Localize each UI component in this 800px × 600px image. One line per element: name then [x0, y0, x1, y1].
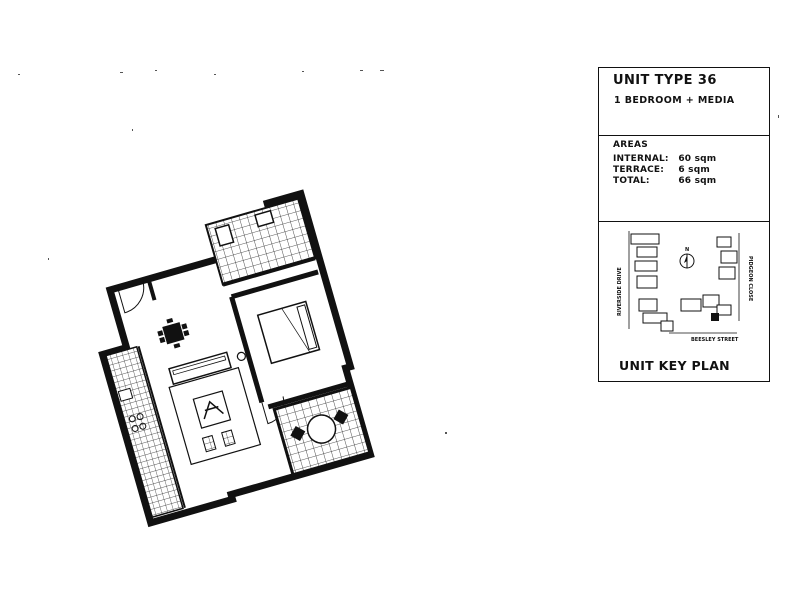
north-arrow-icon: N	[679, 247, 695, 269]
area-value: 6 sqm	[678, 165, 710, 175]
key-plan-title: UNIT KEY PLAN	[619, 358, 730, 373]
areas-section: AREAS INTERNAL: 60 sqm TERRACE: 6 sqm TO…	[599, 135, 769, 222]
area-value: 66 sqm	[678, 176, 717, 186]
street-riverside: RIVERSIDE DRIVE	[617, 267, 623, 316]
unit-title-section: UNIT TYPE 36 1 BEDROOM + MEDIA	[599, 68, 769, 136]
terrace-table	[306, 414, 337, 444]
entry-door	[117, 280, 145, 314]
buildings	[630, 233, 738, 332]
basin	[254, 209, 275, 228]
key-plan-map: N RIVERSIDE DRIVE PIDGEON CLOSE BEESLEY …	[617, 231, 753, 343]
north-label: N	[685, 247, 689, 253]
living-rug	[168, 366, 262, 466]
sofa	[168, 351, 233, 386]
area-label: INTERNAL:	[613, 154, 669, 164]
exterior-wall	[98, 189, 375, 528]
scan-specks	[18, 70, 779, 434]
street-pidgeon: PIDGEON CLOSE	[747, 256, 753, 302]
toilet	[214, 223, 235, 247]
area-terrace: TERRACE: 6 sqm	[613, 165, 710, 175]
unit-type-title: UNIT TYPE 36	[613, 73, 717, 88]
areas-heading: AREAS	[613, 140, 648, 150]
area-internal: INTERNAL: 60 sqm	[613, 154, 716, 164]
ottoman-1	[201, 434, 217, 453]
area-label: TOTAL:	[613, 176, 650, 186]
ottoman-2	[221, 429, 236, 447]
unit-highlight	[711, 313, 719, 321]
dining-table	[157, 317, 190, 349]
coffee-table	[192, 390, 232, 429]
lamp	[236, 351, 246, 361]
unit-info-panel: UNIT TYPE 36 1 BEDROOM + MEDIA AREAS INT…	[598, 67, 770, 382]
unit-subtitle: 1 BEDROOM + MEDIA	[614, 95, 735, 106]
terrace-chair-2	[333, 409, 349, 425]
area-label: TERRACE:	[613, 165, 665, 175]
key-plan-section: N RIVERSIDE DRIVE PIDGEON CLOSE BEESLEY …	[599, 221, 769, 381]
street-beesley: BEESLEY STREET	[691, 337, 739, 343]
area-total: TOTAL: 66 sqm	[613, 176, 716, 186]
terrace-chair-1	[290, 426, 306, 441]
unit-floor-plan	[98, 189, 375, 528]
bed	[256, 300, 321, 365]
area-value: 60 sqm	[678, 154, 717, 164]
